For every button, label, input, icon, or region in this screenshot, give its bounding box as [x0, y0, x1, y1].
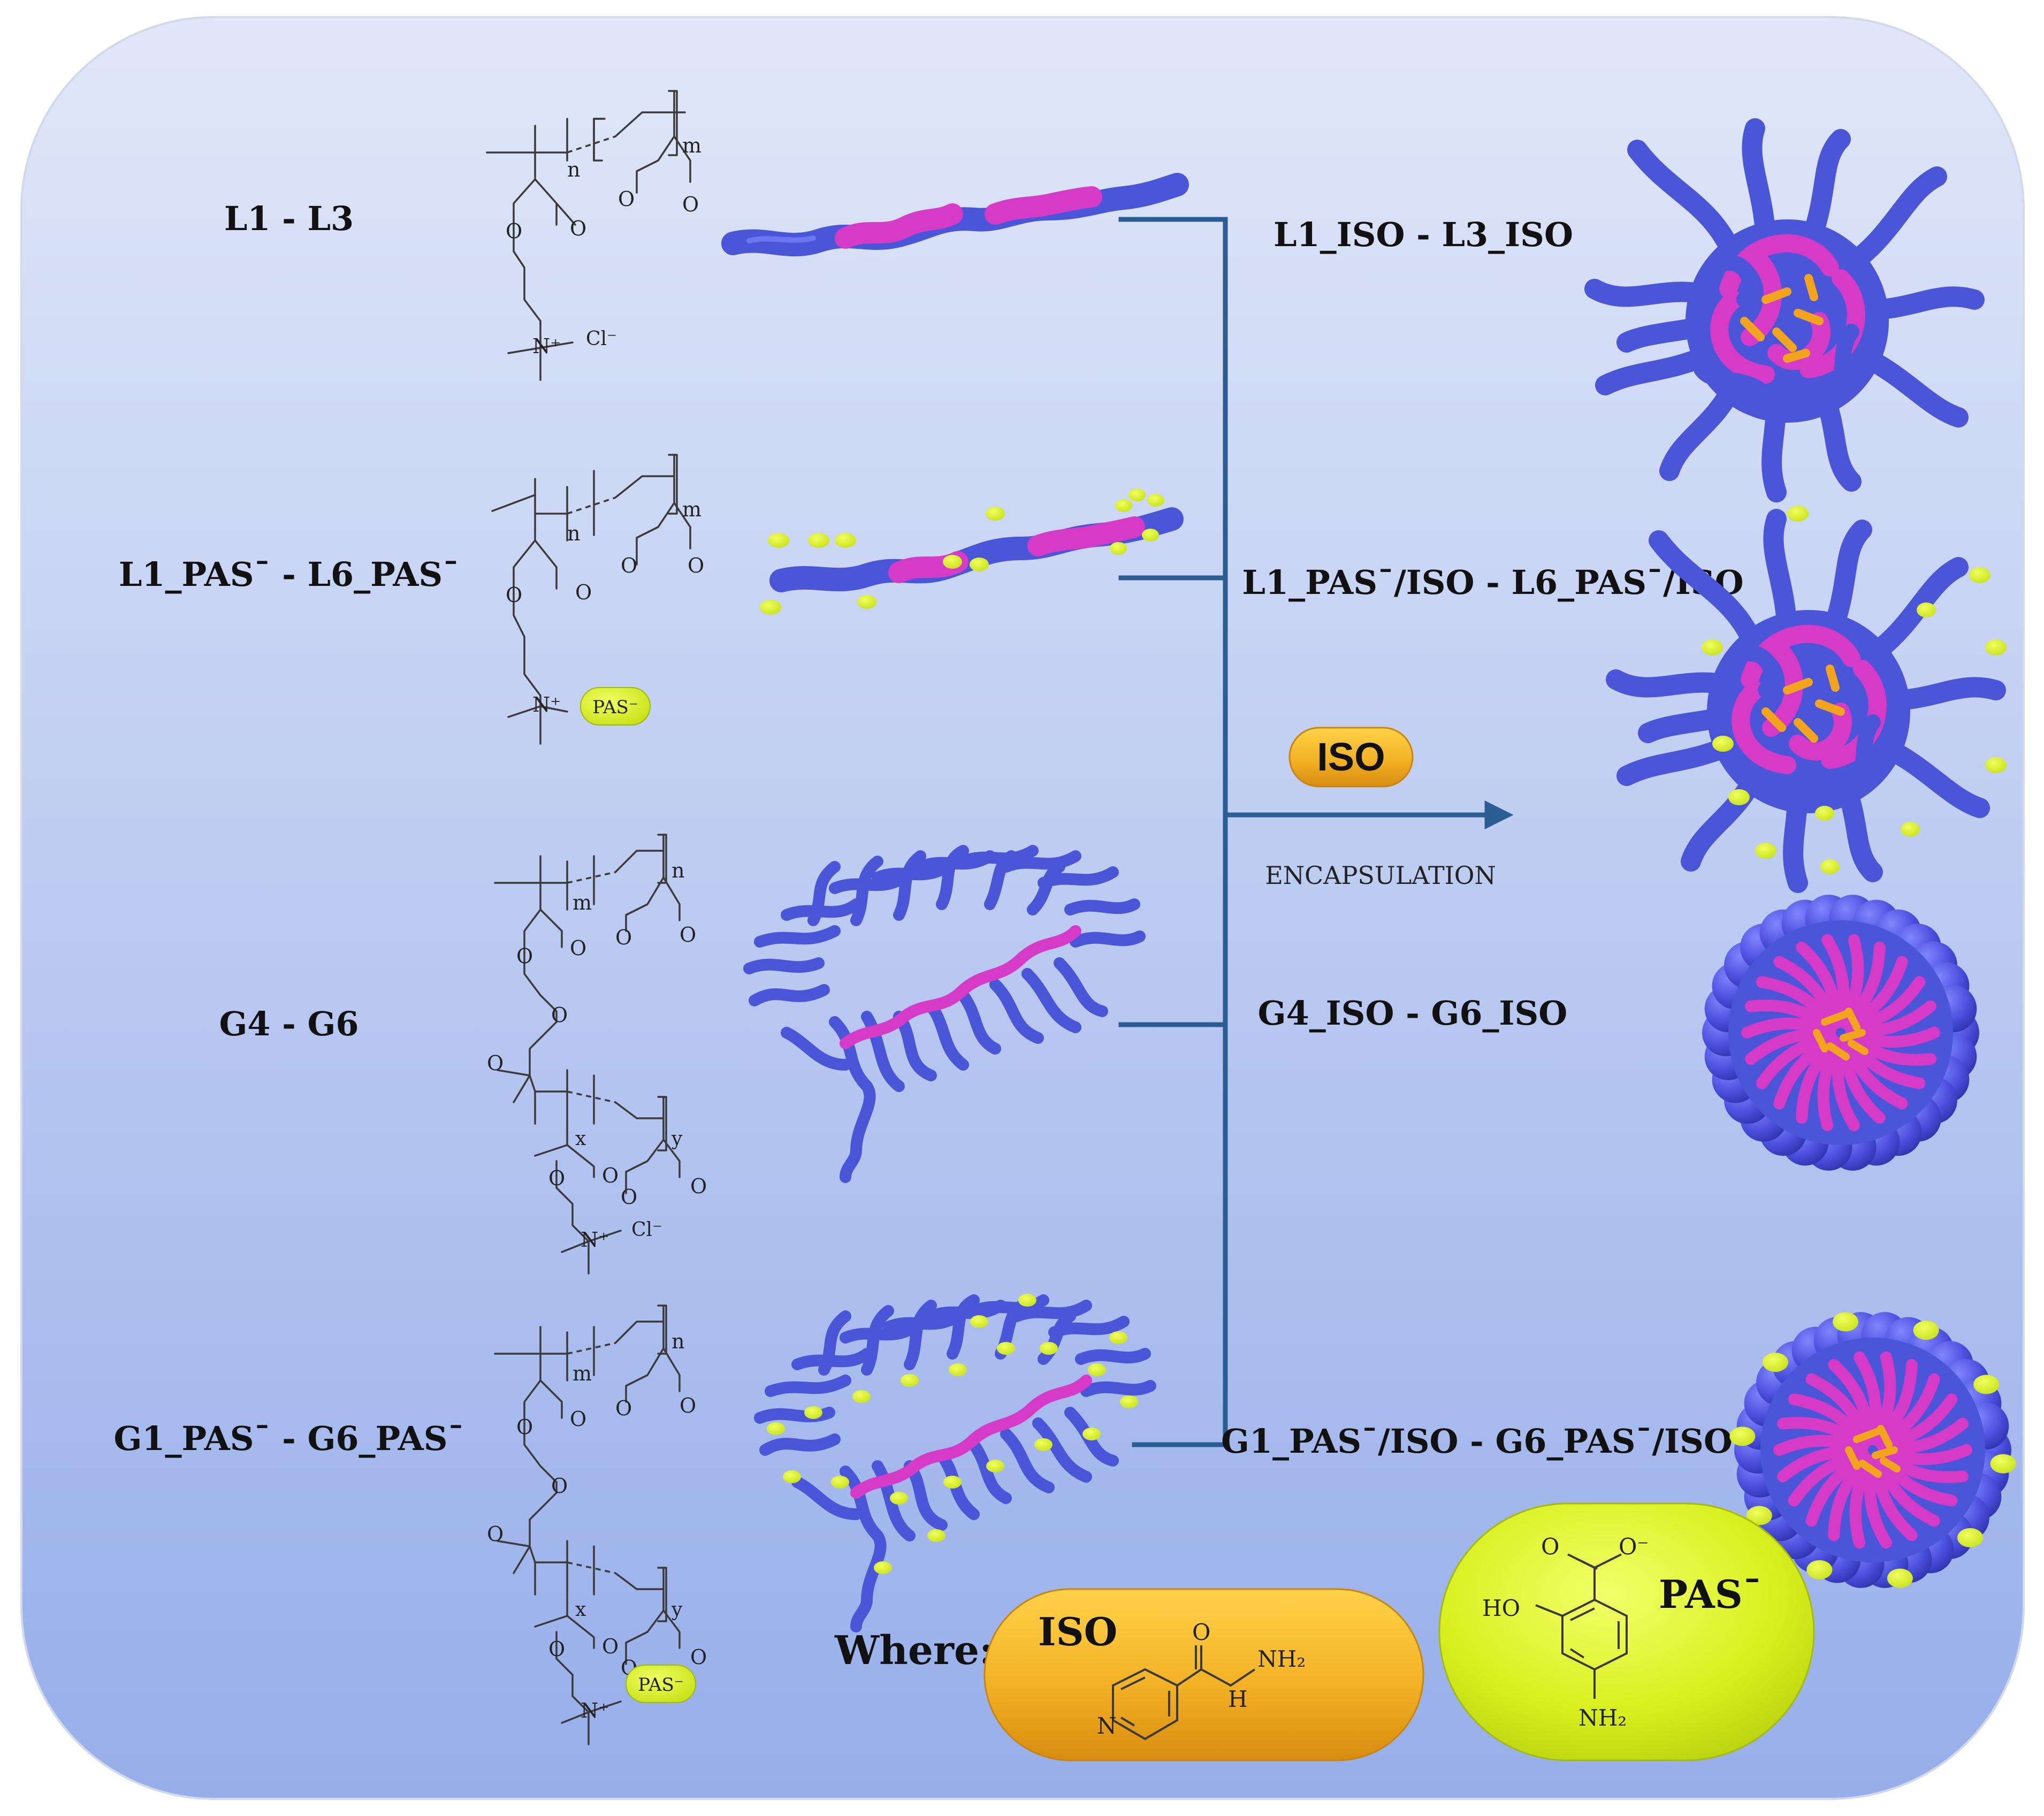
svg-text:O: O	[621, 1185, 637, 1209]
svg-text:n: n	[672, 859, 684, 882]
svg-text:n: n	[672, 1330, 684, 1353]
svg-text:O: O	[682, 193, 699, 216]
legend-pas-label: PAS¯	[1659, 1571, 1762, 1617]
legend-where-label: Where:	[834, 1628, 994, 1674]
svg-text:y: y	[671, 1599, 683, 1621]
legend-iso-label: ISO	[1038, 1609, 1117, 1654]
svg-text:x: x	[575, 1599, 586, 1621]
svg-text:Cl⁻: Cl⁻	[631, 1219, 662, 1241]
svg-text:y: y	[671, 1128, 683, 1150]
svg-text:O: O	[548, 1166, 565, 1190]
svg-text:N⁺: N⁺	[532, 693, 561, 716]
svg-text:O: O	[680, 1394, 696, 1417]
svg-text:O: O	[602, 1164, 619, 1187]
svg-text:O⁻: O⁻	[1619, 1533, 1649, 1560]
svg-text:PAS⁻: PAS⁻	[592, 697, 638, 718]
graft-polymer-brush	[743, 845, 1146, 1183]
svg-text:O: O	[615, 926, 632, 949]
svg-text:O: O	[570, 1407, 586, 1431]
connector-lines	[1118, 217, 1514, 1447]
encapsulation-caption: ENCAPSULATION	[1265, 861, 1496, 890]
svg-text:O: O	[688, 554, 704, 577]
svg-text:O: O	[516, 1415, 533, 1439]
svg-text:O: O	[615, 1397, 632, 1420]
svg-text:O: O	[506, 583, 522, 607]
svg-text:m: m	[573, 1362, 592, 1385]
svg-text:O: O	[516, 944, 533, 968]
svg-text:O: O	[690, 1174, 707, 1198]
graft-polymer-brush-pas	[754, 1294, 1156, 1632]
micelle-graft-pas-iso	[1729, 1312, 2016, 1588]
svg-text:O: O	[570, 936, 586, 960]
product-l1-iso-l3-iso: L1_ISO - L3_ISO	[1273, 215, 1573, 254]
linear-polymer-chain	[721, 173, 1189, 257]
svg-text:O: O	[602, 1635, 619, 1658]
svg-text:O: O	[1541, 1533, 1559, 1560]
svg-text:x: x	[575, 1128, 586, 1150]
structure-graft-cl: m n O O O O O O x y O O O O N⁺ Cl⁻	[487, 834, 707, 1275]
svg-text:O: O	[570, 217, 586, 240]
svg-text:O: O	[690, 1645, 707, 1669]
micelle-linear-iso	[1584, 118, 1985, 502]
svg-text:n: n	[567, 158, 580, 181]
linear-polymer-pas-chain	[760, 489, 1184, 615]
structure-graft-pas: m n O O O O O O x y O O O O N⁺ PAS⁻	[487, 1304, 707, 1745]
iso-arrow-label: ISO	[1317, 735, 1385, 779]
svg-text:PAS⁻: PAS⁻	[638, 1674, 684, 1696]
svg-text:H: H	[1228, 1686, 1248, 1712]
svg-text:m: m	[682, 498, 701, 521]
svg-text:NH₂: NH₂	[1578, 1705, 1627, 1731]
svg-text:O: O	[487, 1522, 504, 1546]
svg-text:O: O	[621, 554, 637, 577]
svg-text:n: n	[567, 522, 580, 545]
svg-text:N⁺: N⁺	[581, 1228, 609, 1252]
svg-text:HO: HO	[1482, 1595, 1520, 1621]
svg-text:O: O	[548, 1637, 565, 1661]
label-g1-pas-g6-pas: G1_PAS¯ - G6_PAS¯	[113, 1419, 464, 1458]
product-g1-pas-iso-g6-pas-iso: G1_PAS¯/ISO - G6_PAS¯/ISO	[1221, 1422, 1733, 1461]
legend-pas-capsule: PAS¯ O O⁻ HO NH₂	[1438, 1502, 1815, 1761]
svg-text:N⁺: N⁺	[532, 334, 561, 358]
svg-text:m: m	[573, 891, 592, 914]
svg-text:O: O	[487, 1051, 504, 1075]
svg-text:O: O	[575, 581, 592, 604]
svg-text:O: O	[1192, 1619, 1210, 1645]
legend-iso-capsule: ISO O N H NH₂	[983, 1588, 1424, 1761]
product-g4-iso-g6-iso: G4_ISO - G6_ISO	[1258, 994, 1568, 1033]
svg-text:Cl⁻: Cl⁻	[586, 328, 617, 350]
micelle-linear-pas-iso	[1606, 506, 2007, 893]
iso-arrow-pill	[1288, 727, 1414, 788]
svg-text:O: O	[680, 923, 696, 947]
label-g4-g6: G4 - G6	[219, 1004, 359, 1043]
svg-text:O: O	[618, 187, 635, 211]
micelle-graft-iso	[1702, 895, 1979, 1171]
structure-linear-cl: n m O O O O N⁺ Cl⁻	[486, 90, 701, 381]
label-l1-l3: L1 - L3	[224, 199, 354, 238]
svg-text:O: O	[506, 219, 522, 243]
structure-linear-pas: n m O O O O N⁺ PAS⁻	[491, 454, 704, 745]
svg-text:N⁺: N⁺	[581, 1699, 609, 1722]
svg-text:N: N	[1097, 1713, 1117, 1739]
svg-text:O: O	[551, 1003, 568, 1027]
svg-text:NH₂: NH₂	[1257, 1646, 1306, 1672]
svg-text:O: O	[551, 1474, 568, 1498]
label-l1-pas-l6-pas: L1_PAS¯ - L6_PAS¯	[119, 555, 459, 594]
svg-text:m: m	[682, 134, 701, 157]
product-l1-pas-iso-l6-pas-iso: L1_PAS¯/ISO - L6_PAS¯/ISO	[1242, 563, 1743, 602]
